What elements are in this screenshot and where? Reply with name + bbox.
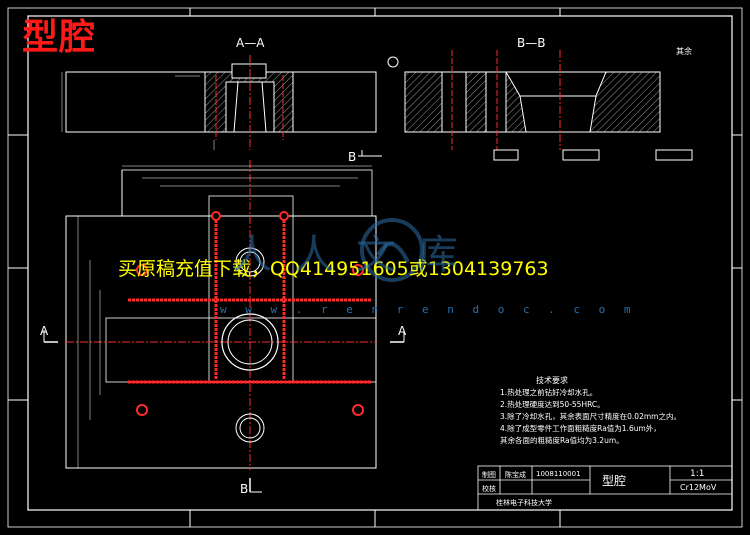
notes-item: 3.除了冷却水孔，其余表面尺寸精度在0.02mm之内。	[500, 412, 681, 421]
rest-roughness-note: 其余	[676, 47, 692, 56]
cut-b-bottom-label: B	[240, 482, 249, 496]
notes-item: 其余各面的粗糙度Ra值均为3.2um。	[500, 436, 624, 445]
notes-item: 4.除了成型零件工作面粗糙度Ra值为1.6um外，	[500, 424, 661, 433]
cut-a-right-label: A	[398, 324, 407, 338]
title-block	[477, 465, 733, 511]
cut-a-left-label: A	[40, 324, 49, 338]
tb-drawn-name: 陈宝成	[505, 471, 526, 479]
notes-heading: 技术要求	[536, 376, 568, 385]
notes-item: 1.热处理之前钻好冷却水孔。	[500, 388, 598, 397]
drawing-title: 型腔	[22, 17, 97, 58]
watermark-url: w w w . r e n r e n d o c . c o m	[220, 303, 637, 316]
tb-drawn-label: 制图	[482, 471, 496, 479]
dimension-lines	[77, 165, 372, 468]
tb-scale: 1:1	[690, 469, 705, 479]
tb-student-id: 1008110001	[536, 470, 581, 478]
tb-school: 桂林电子科技大学	[496, 499, 552, 507]
section-aa-view	[61, 55, 377, 150]
tb-part-name: 型腔	[602, 474, 627, 488]
cut-b-top-label: B	[348, 150, 357, 164]
watermark-logo	[360, 218, 424, 282]
section-bb-view	[387, 50, 693, 161]
watermark-text: 买原稿充值下载，QQ414951605或1304139763	[118, 258, 549, 280]
tb-material: Cr12MoV	[680, 483, 717, 492]
plan-view	[43, 150, 405, 493]
drawing-frame	[7, 7, 743, 528]
section-aa-label: A—A	[236, 36, 265, 50]
notes-item: 2.热处理硬度达到50-55HRC。	[500, 400, 605, 409]
watermark-logo-glyphs: 人人文库	[232, 232, 480, 278]
section-bb-label: B—B	[517, 36, 546, 50]
technical-notes: 技术要求 1.热处理之前钻好冷却水孔。 2.热处理硬度达到50-55HRC。 3…	[500, 375, 681, 447]
tb-check-label: 校核	[482, 485, 496, 493]
